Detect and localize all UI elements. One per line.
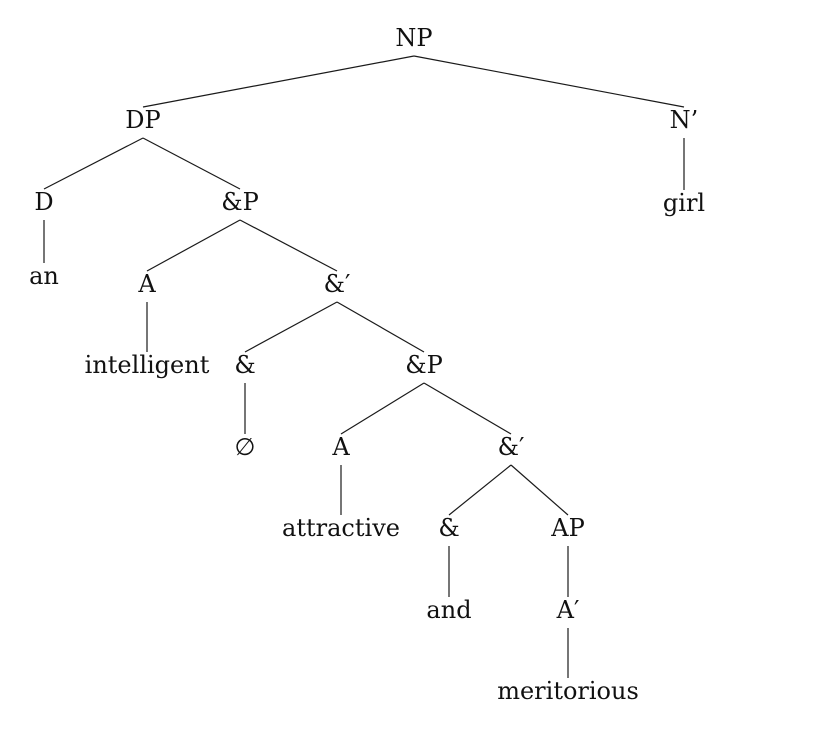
node-coord-phrase: &P xyxy=(405,351,443,379)
tree-edge xyxy=(146,219,241,272)
node-coordinator: & xyxy=(438,514,459,542)
node-a: A xyxy=(331,433,350,461)
tree-edge xyxy=(340,382,425,435)
tree-edge xyxy=(336,301,425,353)
tree-edge xyxy=(510,464,569,516)
node-dp: DP xyxy=(125,106,160,134)
tree-edge xyxy=(413,55,685,108)
node-np: NP xyxy=(395,24,432,52)
node-n-bar: N’ xyxy=(670,106,699,134)
tree-edges xyxy=(43,55,685,678)
node-d: D xyxy=(34,188,53,216)
leaf-word-girl: girl xyxy=(663,189,705,217)
tree-edge xyxy=(43,137,144,190)
tree-edge xyxy=(244,301,338,353)
node-coord-bar: &′ xyxy=(324,270,351,298)
tree-edge xyxy=(142,55,415,108)
tree-edge xyxy=(239,219,338,272)
tree-edge xyxy=(142,137,241,190)
leaf-word-meritorious: meritorious xyxy=(497,677,639,705)
node-a-bar: A′ xyxy=(556,596,580,624)
leaf-word-null: ∅ xyxy=(235,433,256,461)
node-coord-bar: &′ xyxy=(498,433,525,461)
leaf-word-intelligent: intelligent xyxy=(85,351,210,379)
node-coord-phrase: &P xyxy=(221,188,259,216)
node-a: A xyxy=(137,270,156,298)
leaf-word-attractive: attractive xyxy=(282,514,400,542)
node-coordinator: & xyxy=(234,351,255,379)
node-ap: AP xyxy=(550,514,584,542)
tree-edge xyxy=(448,464,512,516)
tree-edge xyxy=(423,382,512,435)
leaf-word-an: an xyxy=(29,262,59,290)
leaf-word-and: and xyxy=(426,596,471,624)
